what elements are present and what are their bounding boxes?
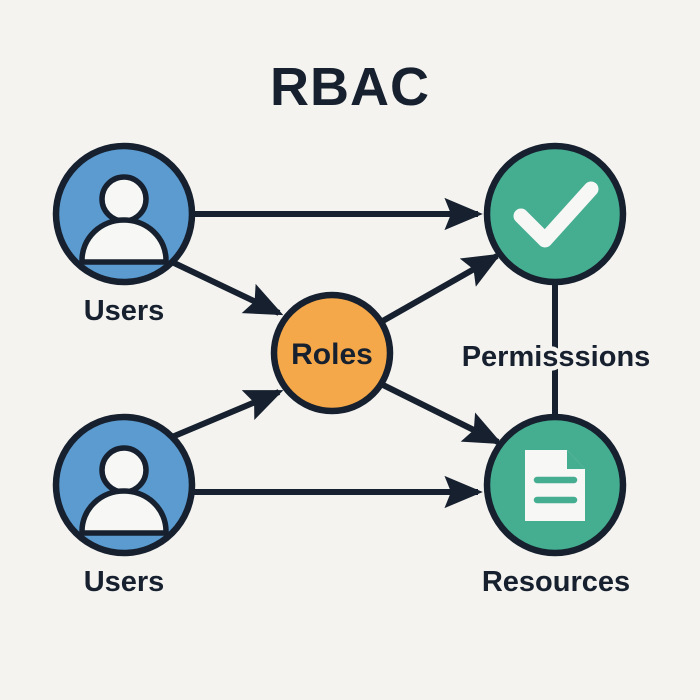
user-icon [79, 174, 169, 265]
permissions-circle[interactable] [483, 142, 627, 286]
edge-users-top-to-roles [170, 259, 284, 316]
edge-users-bottom-to-roles [170, 389, 284, 440]
page-title: RBAC [270, 57, 430, 117]
edges-layer [170, 197, 558, 509]
permissions-label-halo: Permisssions [462, 341, 651, 373]
resources-label: Resources [482, 566, 630, 598]
node-roles[interactable] [270, 291, 394, 415]
node-resources[interactable] [483, 413, 627, 557]
users-top-label: Users [84, 295, 165, 327]
permissions-label: Permisssions [462, 341, 651, 373]
node-permissions[interactable] [483, 142, 627, 286]
user-icon [79, 445, 169, 536]
users-bottom-label: Users [84, 566, 165, 598]
labels-layer: RBAC Users Users Roles Permisssions Perm… [84, 57, 655, 598]
roles-circle[interactable] [270, 291, 394, 415]
node-users-top[interactable] [52, 142, 196, 286]
node-users-bottom[interactable] [52, 413, 196, 557]
edge-roles-to-resources [379, 381, 503, 445]
check-icon [513, 181, 599, 248]
roles-label: Roles [291, 338, 373, 371]
edge-roles-to-permissions [379, 253, 502, 325]
document-icon [525, 450, 585, 521]
